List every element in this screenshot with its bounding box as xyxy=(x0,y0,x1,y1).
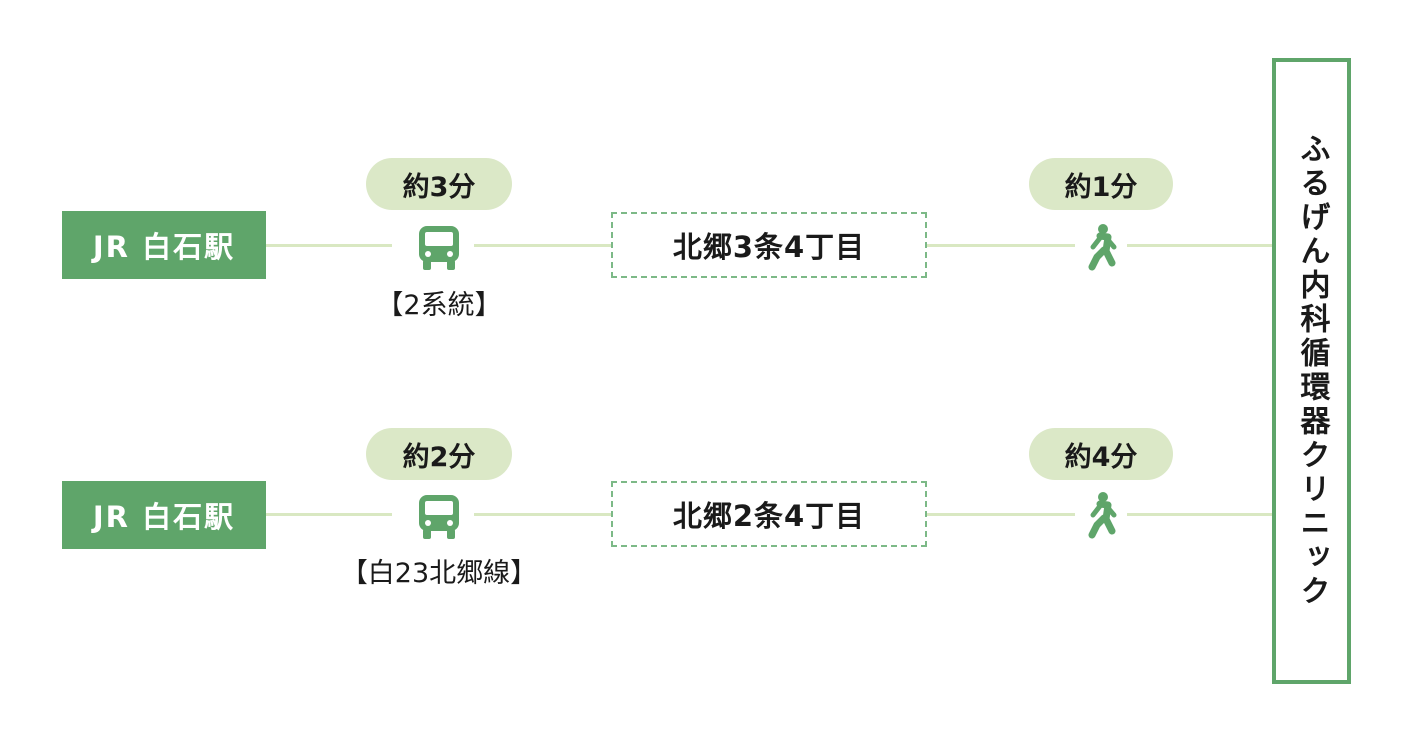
bus-stop: 北郷3条4丁目 xyxy=(611,212,927,278)
route-line xyxy=(1127,513,1272,516)
origin-station: JR 白石駅 xyxy=(62,211,266,279)
route-line xyxy=(927,513,1075,516)
walking-person-icon xyxy=(1088,492,1117,539)
walk-time-badge: 約4分 xyxy=(1029,428,1173,480)
route-line xyxy=(474,513,611,516)
bus-time-badge: 約2分 xyxy=(366,428,512,480)
destination-clinic: ふるげん内科循環器クリニック xyxy=(1272,58,1351,684)
destination-label: ふるげん内科循環器クリニック xyxy=(1294,133,1330,609)
bus-stop: 北郷2条4丁目 xyxy=(611,481,927,547)
origin-station: JR 白石駅 xyxy=(62,481,266,549)
route-2: JR 白石駅 約2分 【白23北郷線】 北郷2条4丁目 約4分 xyxy=(0,415,1414,615)
route-line xyxy=(266,244,392,247)
route-1: JR 白石駅 約3分 【2系統】 北郷3条4丁目 約1分 xyxy=(0,145,1414,345)
bus-line-label: 【2系統】 xyxy=(376,290,502,321)
walking-person-icon xyxy=(1088,224,1117,271)
bus-icon xyxy=(419,226,459,270)
bus-icon xyxy=(419,495,459,539)
route-line xyxy=(927,244,1075,247)
route-line xyxy=(266,513,392,516)
bus-time-badge: 約3分 xyxy=(366,158,512,210)
bus-line-label: 【白23北郷線】 xyxy=(340,558,538,589)
route-line xyxy=(474,244,611,247)
route-line xyxy=(1127,244,1272,247)
walk-time-badge: 約1分 xyxy=(1029,158,1173,210)
